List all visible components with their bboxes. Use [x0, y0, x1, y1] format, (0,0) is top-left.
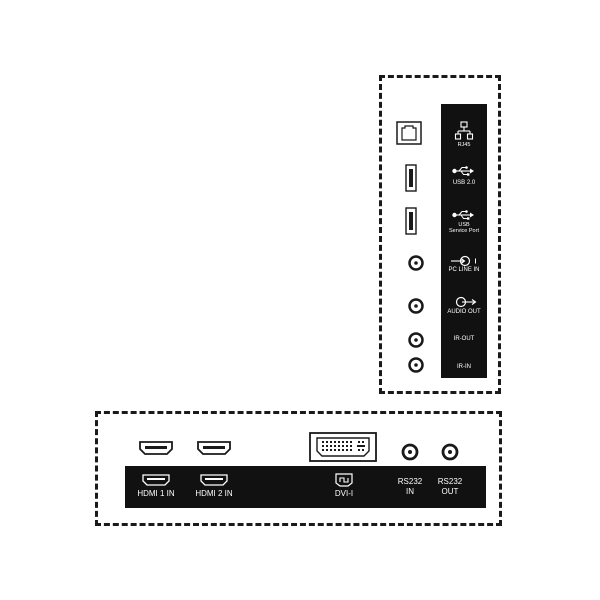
pc-line-in-label: PC LINE IN: [448, 267, 480, 273]
usb-service-label-line2: Service Port: [449, 228, 479, 234]
side-label-strip: [441, 104, 487, 378]
network-icon: [454, 121, 474, 140]
dvi-label: DVI-I: [334, 489, 354, 498]
side-connector-panel: [379, 75, 501, 394]
dvi-i-port: [309, 432, 377, 462]
bottom-label-strip: [125, 466, 486, 508]
usb-2-0-port: [405, 164, 417, 192]
hdmi-2-port: [197, 441, 231, 455]
usb-2-0-label: USB 2.0: [452, 180, 476, 186]
audio-in-icon: [451, 255, 476, 267]
rj45-port: [396, 121, 422, 145]
dvi-icon: [335, 473, 353, 487]
audio-out-label: AUDIO OUT: [447, 309, 481, 315]
usb-icon: [452, 210, 474, 220]
rs232-out-label-line2: OUT: [441, 487, 459, 496]
ir-in-jack: [408, 357, 424, 373]
usb-icon: [452, 166, 474, 176]
ir-out-jack: [408, 332, 424, 348]
hdmi-icon: [142, 474, 170, 486]
rs232-in-jack: [401, 443, 419, 461]
hdmi-icon: [200, 474, 228, 486]
ir-in-label: IR-IN: [457, 364, 471, 370]
ir-out-label: IR-OUT: [453, 336, 475, 342]
hdmi-1-label: HDMI 1 IN: [137, 489, 175, 498]
pc-line-in-jack: [408, 255, 424, 271]
usb-service-port: [405, 207, 417, 235]
audio-out-jack: [408, 298, 424, 314]
rj45-label: RJ45: [457, 142, 471, 148]
rs232-in-label-line1: RS232: [397, 477, 423, 486]
rs232-out-jack: [441, 443, 459, 461]
rs232-out-label-line1: RS232: [437, 477, 463, 486]
audio-out-icon: [455, 296, 477, 308]
hdmi-2-label: HDMI 2 IN: [195, 489, 233, 498]
usb-service-label-line1: USB: [458, 222, 470, 228]
rs232-in-label-line2: IN: [406, 487, 414, 496]
bottom-connector-panel: [95, 411, 502, 526]
hdmi-1-port: [139, 441, 173, 455]
